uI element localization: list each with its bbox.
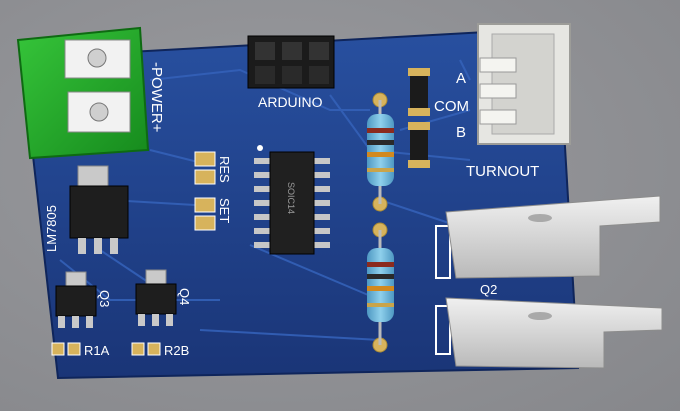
q4-label: Q4 (177, 288, 192, 305)
smd-resistor-r2b (131, 342, 161, 356)
set-label: SET (217, 198, 232, 223)
smd-resistor-r1a (51, 342, 81, 356)
res-set-jumpers (194, 151, 216, 231)
arduino-header (247, 35, 335, 89)
resistor-lower (367, 222, 394, 353)
regulator-label: LM7805 (44, 205, 59, 252)
ic-chip (254, 145, 330, 255)
res-label: RES (217, 156, 232, 183)
transistor-q4 (135, 269, 177, 326)
r2b-label: R2B (164, 343, 189, 358)
power-transistor-upper (435, 195, 661, 279)
ic-marking: SOIC14 (286, 182, 296, 214)
q3-label: Q3 (97, 290, 112, 307)
power-transistor-lower (435, 297, 663, 369)
transistor-q3 (55, 271, 97, 328)
power-terminal-block (16, 26, 150, 160)
arduino-label: ARDUINO (258, 94, 323, 110)
voltage-regulator (69, 165, 129, 254)
diodes (408, 68, 430, 168)
r1a-label: R1A (84, 343, 110, 358)
turnout-label: TURNOUT (466, 163, 539, 180)
terminal-a-label: A (456, 70, 466, 87)
resistor-upper (367, 92, 394, 212)
turnout-connector (477, 23, 571, 145)
terminal-b-label: B (456, 124, 466, 141)
terminal-com-label: COM (434, 98, 469, 115)
power-label: -POWER+ (148, 62, 165, 133)
q2-label: Q2 (480, 282, 497, 297)
